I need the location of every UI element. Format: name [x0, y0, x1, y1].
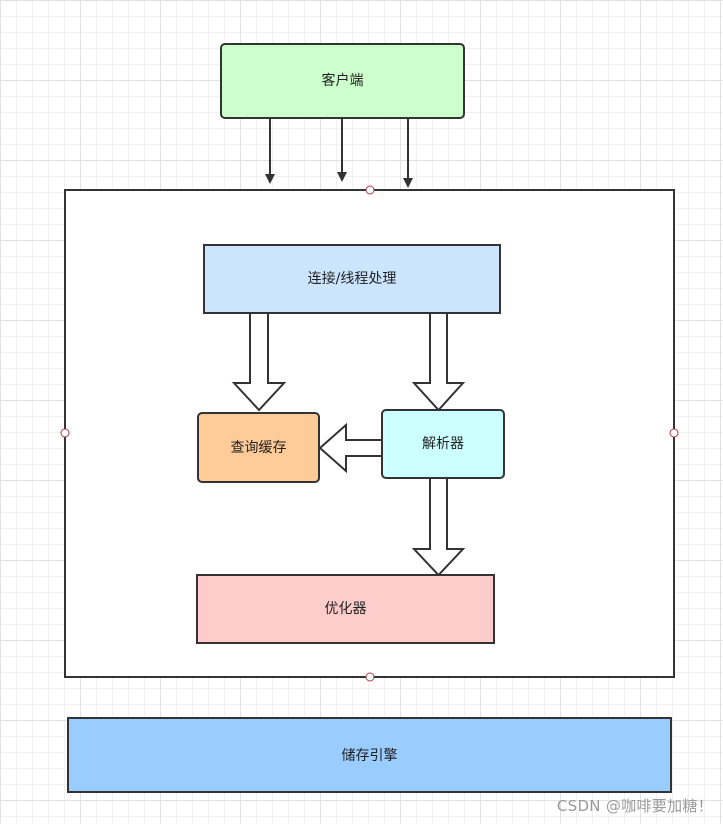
storage-engine-node[interactable]: 储存引擎	[67, 717, 672, 793]
container-handle-top	[365, 185, 375, 195]
connection-label: 连接/线程处理	[308, 270, 397, 287]
parser-node[interactable]: 解析器	[381, 409, 505, 479]
parser-label: 解析器	[422, 436, 464, 452]
parser-to-optimizer-arrow	[411, 477, 466, 577]
optimizer-label: 优化器	[325, 601, 367, 617]
storage-engine-label: 储存引擎	[342, 748, 398, 764]
client-to-server-arrows	[265, 118, 413, 188]
parser-to-cache-arrow	[318, 422, 383, 474]
container-handle-bottom	[365, 672, 375, 682]
connection-to-parser-arrow	[411, 312, 466, 412]
query-cache-label: 查询缓存	[231, 440, 287, 456]
client-node[interactable]: 客户端	[220, 43, 465, 119]
connection-node[interactable]: 连接/线程处理	[203, 244, 501, 314]
csdn-watermark: CSDN @咖啡要加糖！	[556, 797, 713, 815]
optimizer-node[interactable]: 优化器	[196, 574, 495, 644]
container-handle-left	[60, 428, 70, 438]
query-cache-node[interactable]: 查询缓存	[197, 412, 320, 483]
client-label: 客户端	[322, 72, 364, 89]
container-handle-right	[669, 428, 679, 438]
connection-to-cache-arrow	[231, 312, 287, 412]
